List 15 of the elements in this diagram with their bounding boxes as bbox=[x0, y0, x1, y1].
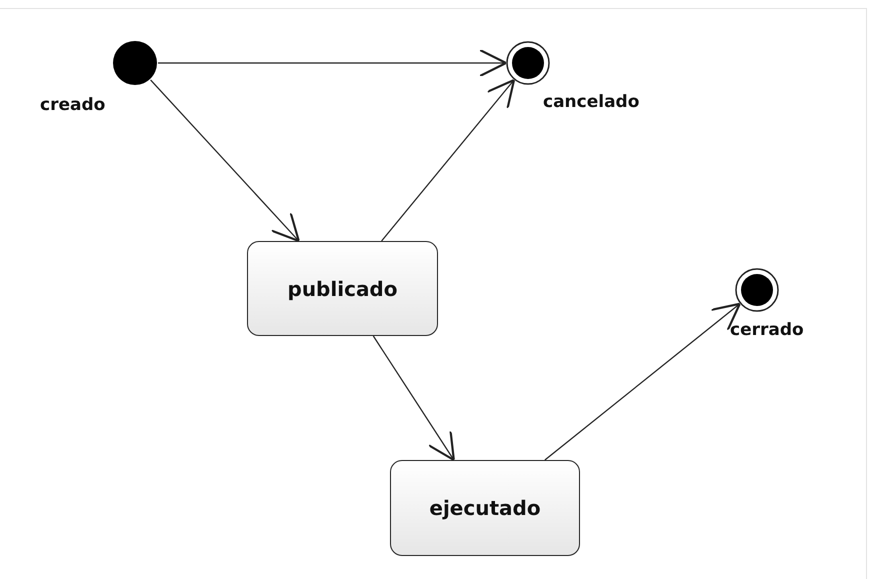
initial-state bbox=[112, 40, 158, 86]
transition-arrow bbox=[544, 302, 741, 460]
transition-arrow bbox=[150, 80, 300, 242]
state-box bbox=[247, 241, 438, 336]
transition-arrow bbox=[372, 336, 455, 462]
state-name: ejecutado bbox=[429, 496, 541, 520]
state-name: publicado bbox=[288, 276, 398, 300]
state-label: cerrado bbox=[730, 320, 804, 340]
final-state bbox=[735, 268, 779, 312]
transition-arrow bbox=[381, 78, 516, 242]
final-state bbox=[506, 41, 550, 85]
state-label: cancelado bbox=[543, 92, 640, 112]
transition-arrow bbox=[158, 48, 508, 78]
state-box bbox=[390, 460, 580, 556]
state-label: creado bbox=[40, 95, 106, 115]
